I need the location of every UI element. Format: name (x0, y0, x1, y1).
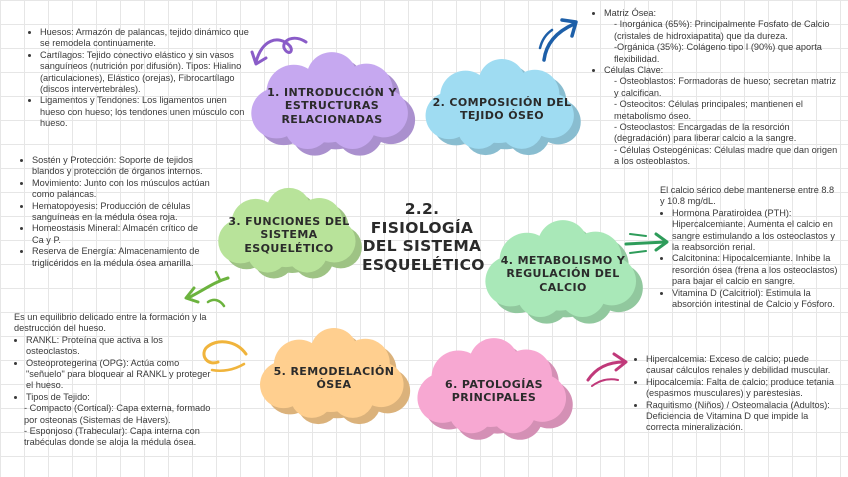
funcion-bullet: Sostén y Protección: Soporte de tejidos … (32, 155, 210, 178)
patologia-bullet: Hipercalcemia: Exceso de calcio; puede c… (646, 354, 834, 377)
funciones-notes: Sostén y Protección: Soporte de tejidos … (20, 155, 210, 269)
metabolismo-bullet: Calcitonina: Hipocalcemiante. Inhibe la … (672, 253, 838, 287)
celula-osteogenicas: - Células Osteogénicas: Células madre qu… (604, 145, 838, 168)
intro-bullet: Cartílagos: Tejido conectivo elástico y … (40, 50, 250, 96)
remodelacion-bullet: RANKL: Proteína que activa a los osteocl… (26, 335, 214, 358)
matriz-heading: Matriz Ósea: - Inorgánica (65%): Princip… (604, 8, 838, 65)
celula-osteoblastos: - Osteoblastos: Formadoras de hueso; sec… (604, 76, 838, 99)
remodelacion-bullet: Osteoprotegerina (OPG): Actúa como "señu… (26, 358, 214, 392)
remodelacion-notes: Es un equilibrio delicado entre la forma… (14, 312, 214, 449)
orange-swirl-icon (196, 332, 254, 376)
patologia-bullet: Raquitismo (Niños) / Osteomalacia (Adult… (646, 400, 834, 434)
funcion-bullet: Movimiento: Junto con los músculos actúa… (32, 178, 210, 201)
funcion-bullet: Hematopoyesis: Producción de células san… (32, 201, 210, 224)
celula-osteoclastos: - Osteoclastos: Encargadas de la resorci… (604, 122, 838, 145)
intro-bullet: Huesos: Armazón de palancas, tejido diná… (40, 27, 250, 50)
intro-bullet: Ligamentos y Tendones: Los ligamentos un… (40, 95, 250, 129)
matriz-organica: -Orgánica (35%): Colágeno tipo I (90%) q… (604, 42, 838, 65)
composicion-notes: Matriz Ósea: - Inorgánica (65%): Princip… (592, 8, 838, 168)
celulas-heading: Células Clave: - Osteoblastos: Formadora… (604, 65, 838, 168)
matriz-inorganica: - Inorgánica (65%): Principalmente Fosfa… (604, 19, 838, 42)
funcion-bullet: Reserva de Energía: Almacenamiento de tr… (32, 246, 210, 269)
funcion-bullet: Homeostasis Mineral: Almacén crítico de … (32, 223, 210, 246)
green-arrow-icon (622, 228, 672, 258)
metabolismo-bullet: Hormona Paratiroidea (PTH): Hipercalcemi… (672, 208, 838, 254)
tejido-esponjoso: - Esponjoso (Trabecular): Capa interna c… (14, 426, 214, 449)
patologia-bullet: Hipocalcemia: Falta de calcio; produce t… (646, 377, 834, 400)
purple-arrow-icon (248, 26, 314, 72)
metabolismo-bullet: Vitamina D (Calcitriol): Estimula la abs… (672, 288, 838, 311)
green-sparkle-arrow-icon (180, 268, 234, 312)
metabolismo-intro: El calcio sérico debe mantenerse entre 8… (660, 185, 838, 208)
celula-osteocitos: - Osteocitos: Células principales; manti… (604, 99, 838, 122)
pink-arrow-icon (582, 350, 632, 390)
metabolismo-notes: El calcio sérico debe mantenerse entre 8… (660, 185, 838, 310)
tejido-compacto: - Compacto (Cortical): Capa externa, for… (14, 403, 214, 426)
remodelacion-intro: Es un equilibrio delicado entre la forma… (14, 312, 214, 335)
intro-notes: Huesos: Armazón de palancas, tejido diná… (28, 27, 250, 130)
blue-arrow-icon (536, 14, 584, 66)
remodelacion-bullet: Tipos de Tejido: (26, 392, 214, 403)
patologias-notes: Hipercalcemia: Exceso de calcio; puede c… (634, 354, 834, 434)
